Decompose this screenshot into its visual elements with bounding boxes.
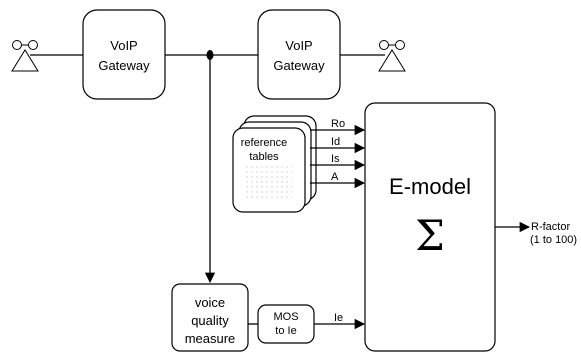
voice-quality-line3: measure	[185, 331, 236, 346]
output-line2: (1 to 100)	[530, 234, 577, 246]
phone-icon-left	[11, 40, 39, 72]
gateway-right-line1: VoIP	[285, 38, 312, 53]
label-ie: Ie	[334, 312, 343, 324]
voip-gateway-left: VoIP Gateway	[82, 9, 166, 100]
voip-gateway-right: VoIP Gateway	[257, 9, 341, 100]
label-ro: Ro	[331, 118, 345, 130]
mos-to-ie-box: MOS to Ie	[257, 304, 315, 344]
phone-icon-right	[378, 40, 406, 72]
reference-tables-line1: reference	[241, 137, 287, 149]
mos-line1: MOS	[273, 311, 298, 323]
sigma-symbol: Σ	[415, 211, 445, 260]
label-id: Id	[331, 136, 340, 148]
table-grid	[246, 164, 292, 198]
output-line1: R-factor	[531, 221, 570, 233]
label-is: Is	[331, 153, 340, 165]
label-a: A	[331, 171, 339, 183]
voice-quality-box: voice quality measure	[171, 283, 249, 352]
gateway-left-line2: Gateway	[98, 58, 150, 73]
gateway-right-line2: Gateway	[273, 58, 325, 73]
gateway-left-line1: VoIP	[110, 38, 137, 53]
emodel-title: E-model	[389, 174, 471, 199]
reference-tables-stack: reference tables	[232, 115, 317, 213]
mos-line2: to Ie	[275, 325, 296, 337]
emodel-box: E-model Σ	[364, 102, 496, 352]
voice-quality-line2: quality	[191, 313, 229, 328]
reference-tables-line2: tables	[249, 151, 279, 163]
voice-quality-line1: voice	[195, 295, 225, 310]
